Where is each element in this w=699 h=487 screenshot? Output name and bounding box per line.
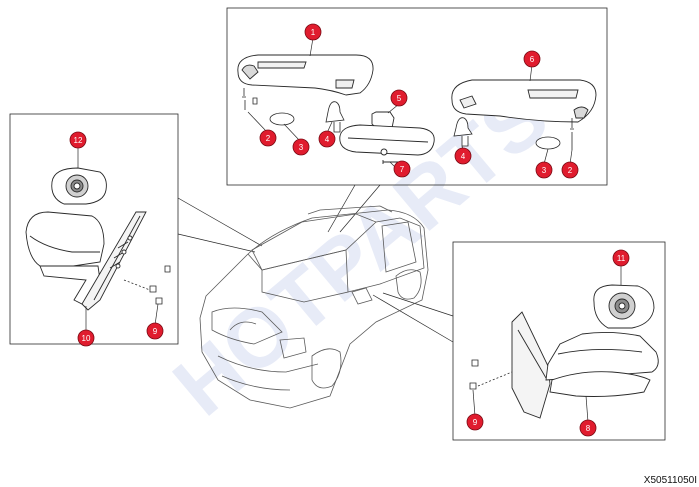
callout-10: 10 <box>77 306 95 347</box>
left-mirror-nuts <box>123 265 171 305</box>
callout-6: 6 <box>523 50 541 82</box>
callout-3: 3 <box>283 123 310 156</box>
callout-label: 9 <box>153 327 158 336</box>
callout-label: 9 <box>473 418 478 427</box>
callout-label: 3 <box>542 166 547 175</box>
right-sun-visor <box>451 79 597 123</box>
visor-caps <box>269 112 561 150</box>
callout-label: 12 <box>74 136 83 145</box>
callout-label: 5 <box>397 94 402 103</box>
callout-2: 2 <box>247 111 277 147</box>
callout-label: 2 <box>568 166 573 175</box>
callout-label: 2 <box>266 134 271 143</box>
right-mirror-nuts <box>469 359 513 390</box>
callout-9: 9 <box>146 303 164 340</box>
callout-7: 7 <box>389 160 411 178</box>
callout-9b: 9 <box>466 389 484 431</box>
left-sun-visor <box>237 54 374 96</box>
callouts: 1 2 3 4 5 6 4 <box>69 23 630 437</box>
inside-rear-view-mirror <box>339 111 435 164</box>
left-mirror-glass <box>51 167 107 205</box>
callout-label: 1 <box>311 28 316 37</box>
car-illustration <box>199 205 429 409</box>
callout-label: 11 <box>617 254 626 263</box>
callout-12: 12 <box>69 131 87 168</box>
left-mirror-panel <box>9 113 179 345</box>
right-mirror-glass <box>593 284 655 329</box>
callout-8: 8 <box>579 395 597 437</box>
left-outside-mirror <box>25 211 147 311</box>
diagram-code: X50511050I <box>644 475 697 486</box>
visor-clips <box>325 101 473 147</box>
interior-panel <box>226 7 608 186</box>
visor-screws <box>242 88 574 150</box>
callout-label: 3 <box>299 143 304 152</box>
callout-label: 7 <box>400 165 405 174</box>
callout-label: 4 <box>461 152 466 161</box>
callout-label: 6 <box>530 55 535 64</box>
callout-label: 10 <box>82 334 91 343</box>
callout-1: 1 <box>304 23 322 57</box>
callout-label: 4 <box>325 135 330 144</box>
callout-5: 5 <box>387 89 408 114</box>
callout-label: 8 <box>586 424 591 433</box>
right-outside-mirror <box>511 311 659 419</box>
callout-2b: 2 <box>561 149 579 179</box>
callout-4b: 4 <box>454 145 472 165</box>
callout-4: 4 <box>318 121 336 148</box>
callout-3b: 3 <box>535 148 553 179</box>
callout-11: 11 <box>612 249 630 285</box>
right-mirror-panel <box>452 241 666 441</box>
